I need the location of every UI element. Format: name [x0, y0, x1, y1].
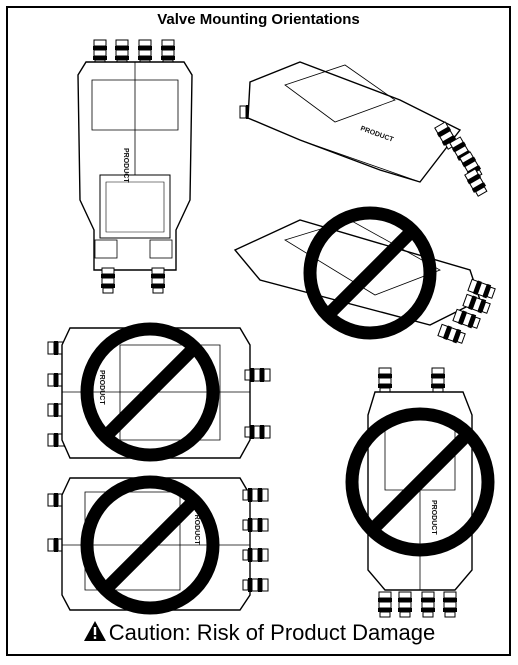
svg-text:PRODUCT: PRODUCT — [98, 370, 105, 405]
warning-triangle-icon — [83, 620, 107, 648]
valve-horizontal-side-right: PRODUCT — [47, 475, 269, 615]
svg-text:PRODUCT: PRODUCT — [193, 510, 200, 545]
valve-horizontal-side-left: PRODUCT — [47, 322, 271, 462]
valve-vertical-inverted: PRODUCT — [345, 367, 495, 618]
svg-text:PRODUCT: PRODUCT — [122, 148, 129, 183]
caution-text: Caution: Risk of Product Damage — [108, 620, 436, 645]
valve-horizontal-flat: PRODUCT — [239, 61, 490, 198]
prohibition-icon — [80, 322, 220, 462]
svg-text:PRODUCT: PRODUCT — [430, 500, 437, 535]
diagram-title: Valve Mounting Orientations — [157, 11, 360, 28]
valve-horizontal-tilted — [233, 206, 497, 346]
caution-note: Caution: Risk of Product Damage — [0, 620, 518, 648]
prohibition-icon — [345, 407, 495, 557]
prohibition-icon — [303, 206, 437, 340]
prohibition-icon — [80, 475, 220, 615]
valve-vertical-upright: PRODUCT — [77, 39, 193, 294]
